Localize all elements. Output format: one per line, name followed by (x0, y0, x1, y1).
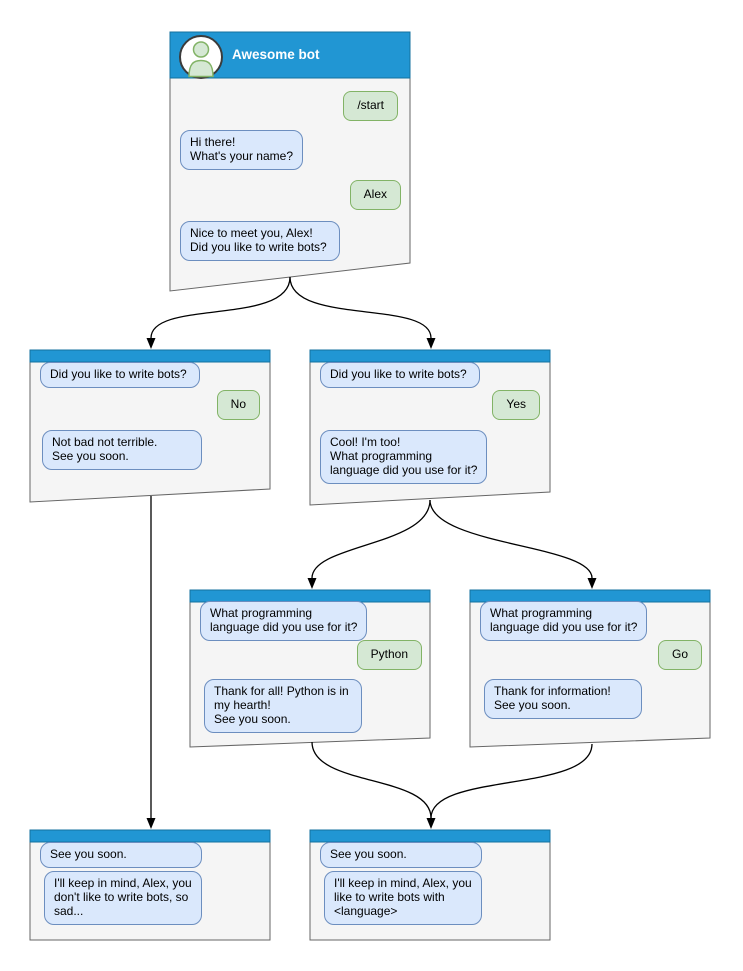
edge-root-to-yes (289, 276, 432, 339)
edge-python-to-end-yes (311, 741, 432, 819)
message-go-reply: Thank for information! See you soon. (484, 679, 642, 719)
message-yes-reply: Cool! I'm too! What programming language… (320, 430, 488, 484)
message-end-yes-final: I'll keep in mind, Alex, you like to wri… (324, 871, 482, 925)
arrowhead-go (587, 578, 597, 589)
message-no-reply: Not bad not terrible. See you soon. (42, 430, 202, 470)
root-window-title: Awesome bot (232, 47, 320, 62)
message-user-name: Alex (349, 180, 401, 210)
message-yes-question: Did you like to write bots? (320, 362, 480, 388)
user-avatar-icon (179, 35, 223, 79)
no-header-bar (29, 349, 271, 363)
arrowhead-no (146, 338, 156, 349)
edge-go-to-end-yes (430, 743, 593, 819)
message-end-no-final: I'll keep in mind, Alex, you don't like … (44, 871, 202, 925)
message-python-answer: Python (356, 640, 422, 670)
yes-header-bar (309, 349, 551, 363)
arrowhead-end-no (146, 818, 156, 829)
message-go-answer: Go (657, 640, 702, 670)
message-python-question: What programming language did you use fo… (200, 601, 368, 641)
message-user-start: /start (343, 91, 398, 121)
message-bot-hi: Hi there! What's your name? (180, 130, 304, 170)
edge-yes-to-python (311, 499, 431, 579)
end-yes-header-bar (309, 829, 551, 843)
arrowhead-python (307, 578, 317, 589)
message-end-no-soon: See you soon. (40, 842, 202, 868)
message-no-answer: No (216, 390, 260, 420)
arrowhead-yes (426, 338, 436, 349)
edge-yes-to-go (429, 499, 593, 579)
edge-root-to-no (150, 276, 291, 339)
message-go-question: What programming language did you use fo… (480, 601, 648, 641)
message-end-yes-soon: See you soon. (320, 842, 482, 868)
message-bot-nice: Nice to meet you, Alex! Did you like to … (180, 221, 340, 261)
arrowhead-end-yes (426, 818, 436, 829)
message-no-question: Did you like to write bots? (40, 362, 200, 388)
message-yes-answer: Yes (492, 390, 540, 420)
message-python-reply: Thank for all! Python is in my hearth! S… (204, 679, 362, 733)
end-no-header-bar (29, 829, 271, 843)
